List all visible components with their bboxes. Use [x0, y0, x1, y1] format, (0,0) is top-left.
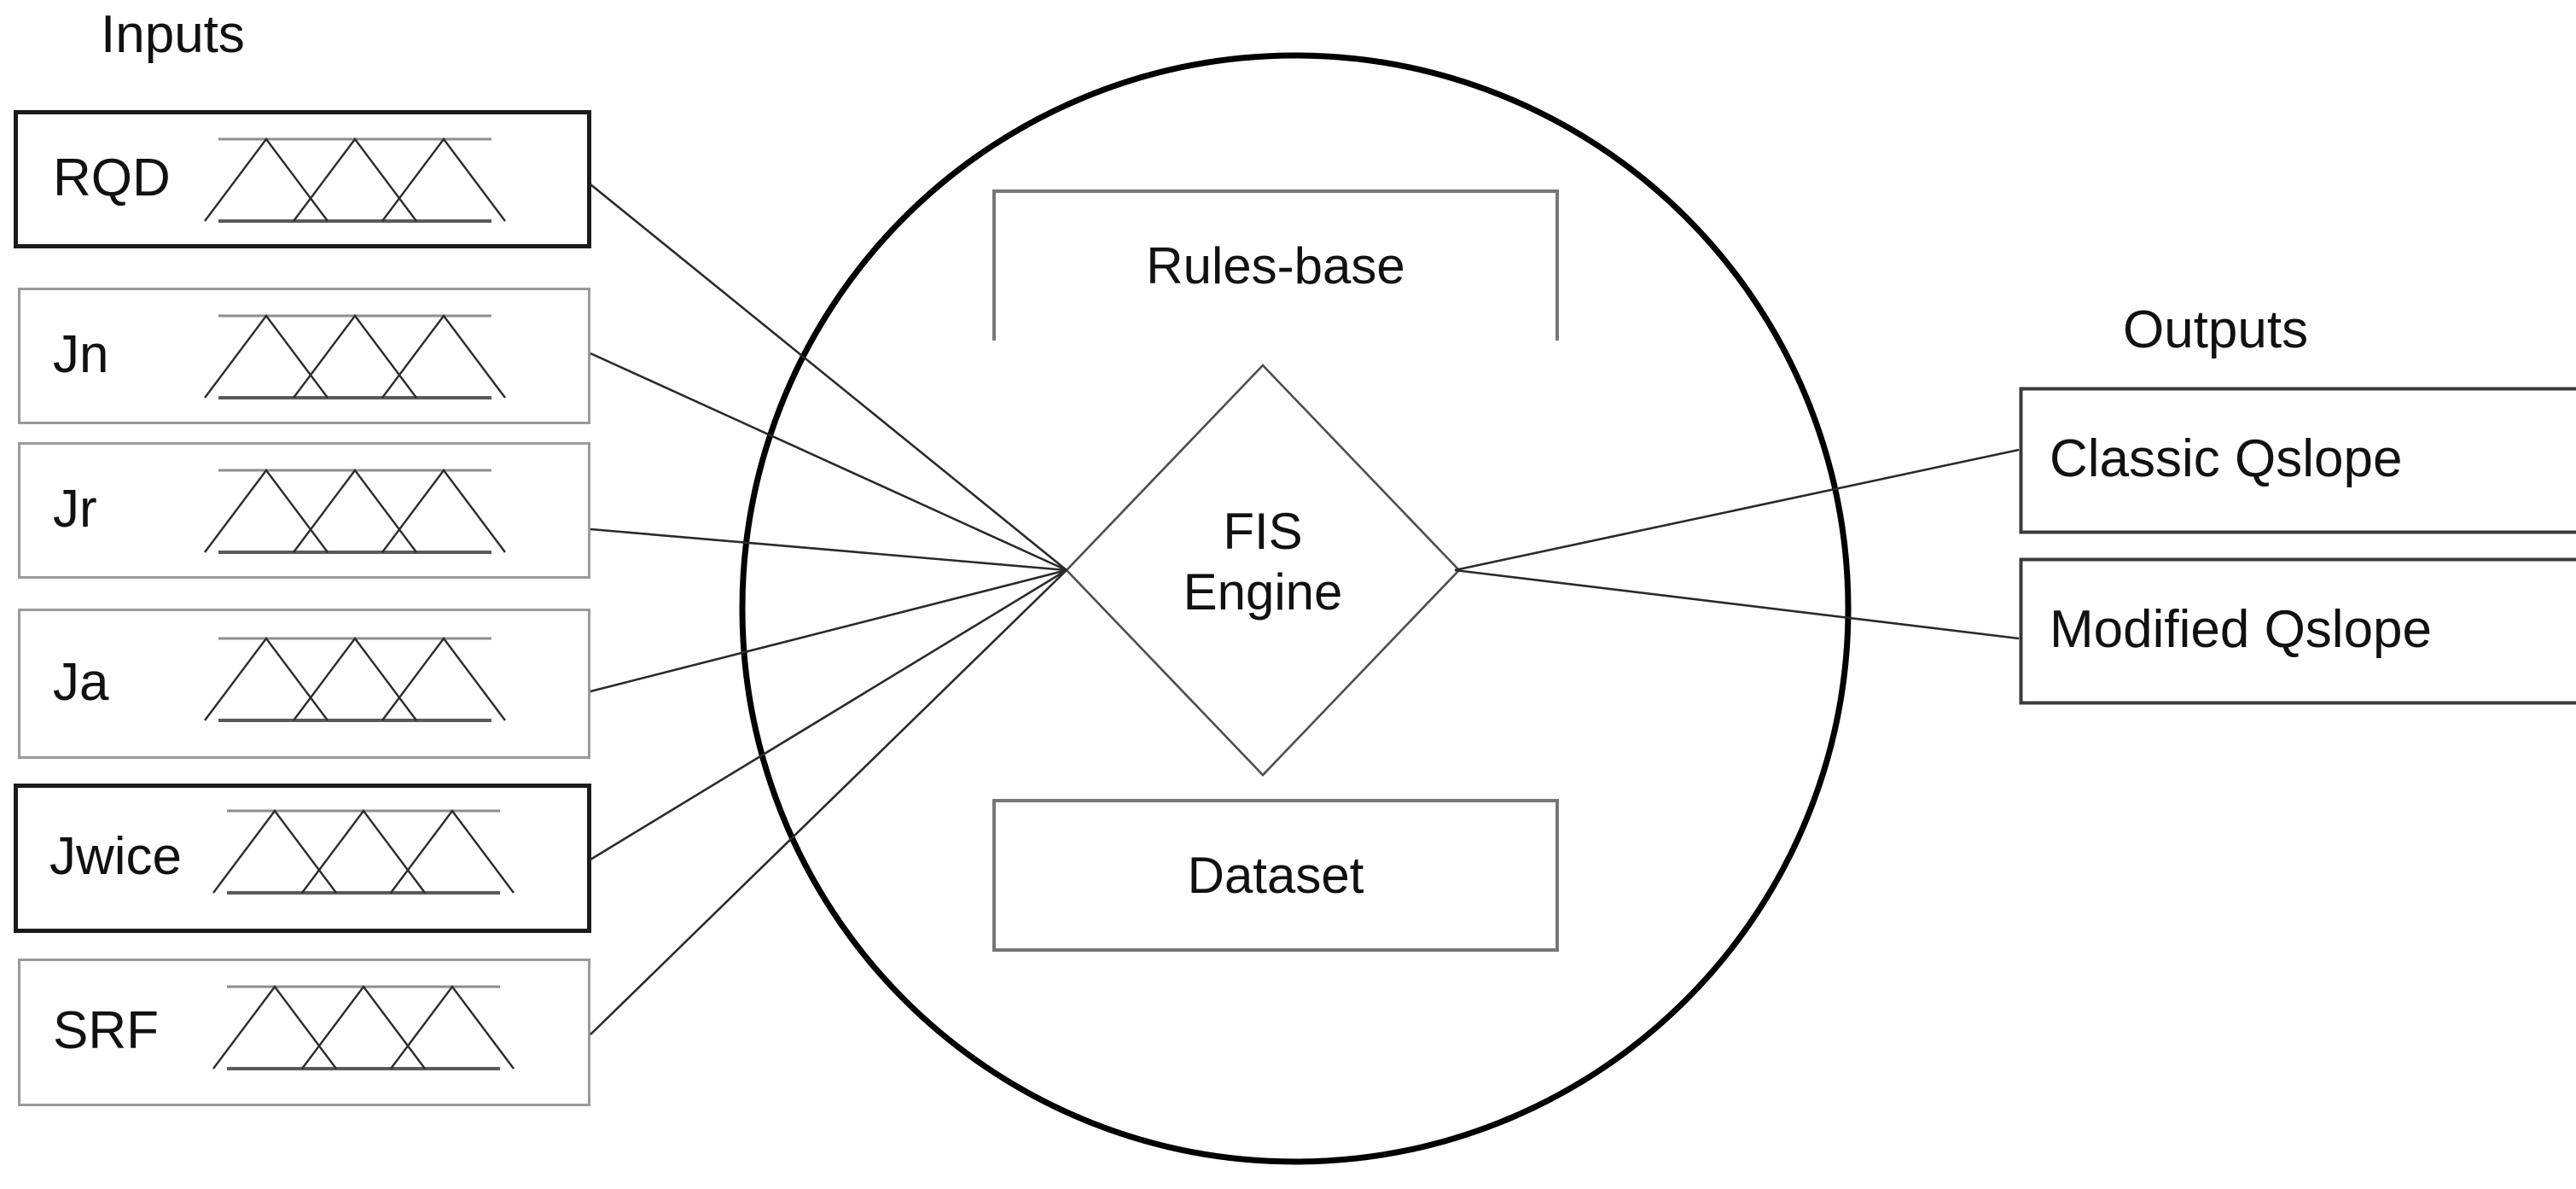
mf-triangle-5-2 — [390, 985, 515, 1070]
mf-triangle-1-0 — [204, 314, 329, 399]
mf-triangle-3-2 — [381, 637, 506, 721]
output-label-modified-qslope: Modified Qslope — [2050, 600, 2433, 659]
inputs-heading: Inputs — [101, 5, 245, 64]
connector-input-jr — [590, 527, 1067, 572]
connector-output-classic-qslope — [1454, 448, 2020, 572]
fis-engine-label-line1: FIS — [1223, 503, 1303, 560]
mf-triangle-2-2 — [381, 469, 506, 553]
mf-triangle-4-2 — [390, 809, 515, 894]
mf-triangle-3-0 — [204, 637, 329, 721]
output-label-classic-qslope: Classic Qslope — [2050, 429, 2403, 488]
input-label-ja: Ja — [53, 652, 109, 712]
rules-base-label: Rules-base — [1146, 237, 1405, 294]
dataset-label: Dataset — [1187, 847, 1364, 904]
mf-triangle-3-1 — [293, 637, 417, 721]
mf-triangle-2-1 — [293, 469, 417, 553]
input-box-jr[interactable] — [18, 442, 590, 579]
mf-triangle-5-0 — [212, 985, 337, 1070]
mf-triangle-0-2 — [381, 137, 506, 222]
connector-input-jn — [590, 352, 1067, 572]
connector-input-srf — [590, 569, 1067, 1035]
mf-triangle-1-1 — [293, 314, 417, 399]
outputs-heading: Outputs — [2123, 300, 2309, 359]
fis-engine-label-line2: Engine — [1183, 562, 1343, 621]
input-label-jr: Jr — [53, 479, 97, 539]
input-label-rqd: RQD — [53, 148, 171, 207]
input-label-jn: Jn — [53, 324, 109, 384]
mf-triangle-1-2 — [381, 314, 506, 399]
mf-triangle-5-1 — [301, 985, 426, 1070]
connector-input-jwice — [590, 568, 1067, 861]
connector-input-ja — [590, 568, 1067, 693]
mf-triangle-4-0 — [212, 809, 337, 894]
mf-triangle-4-1 — [301, 809, 426, 894]
mf-triangle-0-0 — [204, 137, 329, 222]
mf-triangle-0-1 — [293, 137, 417, 222]
mf-triangle-2-0 — [204, 469, 329, 553]
input-label-srf: SRF — [53, 1001, 159, 1060]
input-label-jwice: Jwice — [49, 827, 183, 886]
connector-output-modified-qslope — [1454, 568, 2020, 640]
fis-engine-label: FIS Engine — [1109, 502, 1416, 623]
